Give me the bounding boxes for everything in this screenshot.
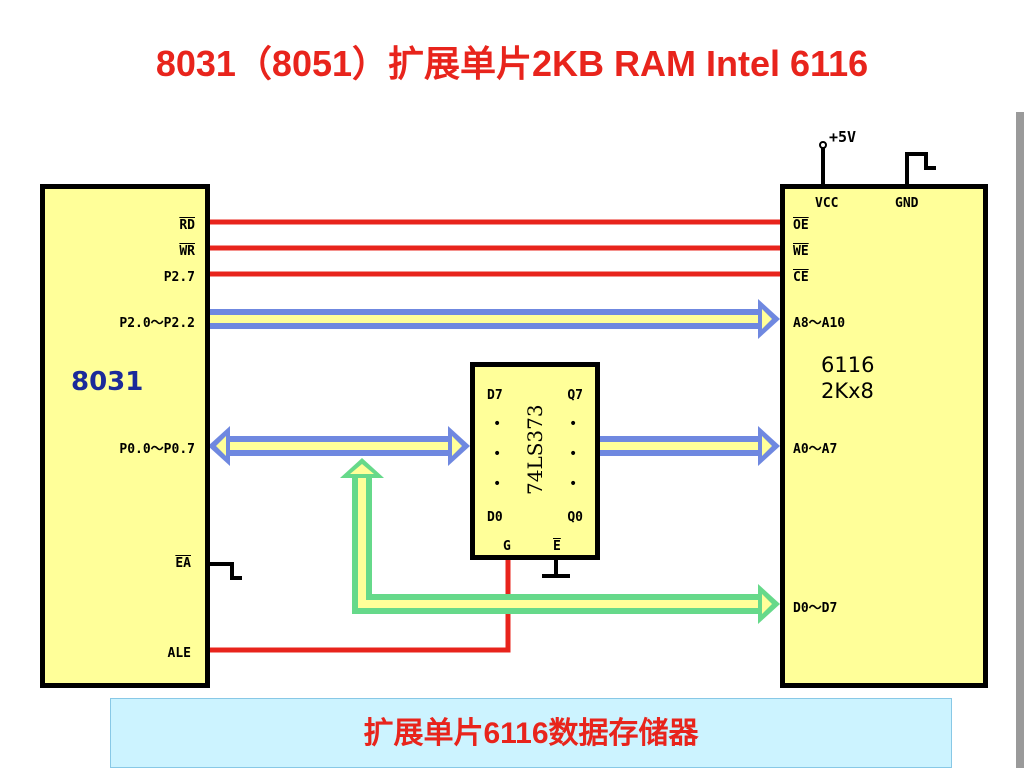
q0-pin-label: Q0 — [567, 510, 583, 525]
page-title: 8031（8051）扩展单片2KB RAM Intel 6116 — [155, 43, 869, 84]
mcu-name: 8031 — [71, 367, 144, 397]
data-bus — [340, 458, 780, 624]
we-pin-label: WE — [793, 244, 809, 259]
oe-pin-label: OE — [793, 218, 809, 233]
vcc-terminal — [819, 141, 827, 149]
d0-d7-pin-label: D0～D7 — [793, 601, 838, 616]
ale-g-line — [208, 560, 511, 653]
a0-a7-pin-label: A0～A7 — [793, 442, 838, 457]
ram-size: 2Kx8 — [821, 379, 874, 403]
p00-p07-pin-label: P0.0～P0.7 — [119, 442, 195, 457]
gnd-pin-label: GND — [895, 196, 919, 211]
rd-pin-label: RD — [179, 218, 195, 233]
ale-pin-label: ALE — [167, 646, 191, 661]
p0-bus — [208, 426, 470, 466]
slide-edge — [1016, 112, 1024, 768]
latch-74ls373-chip: D7 Q7 ••• ••• 74LS373 D0 Q0 G E — [470, 362, 600, 560]
e-ground — [542, 560, 570, 578]
latch-name: 74LS373 — [523, 404, 547, 495]
e-pin-label: E — [553, 539, 561, 554]
p20-p22-pin-label: P2.0～P2.2 — [119, 316, 195, 331]
vcc-pin-label: VCC — [815, 196, 839, 211]
g-pin-label: G — [503, 539, 511, 554]
high-address-bus — [208, 299, 780, 339]
ram-6116-chip: VCC GND OE WE CE A8～A10 6116 2Kx8 A0～A7 … — [780, 184, 988, 688]
q7-pin-label: Q7 — [567, 388, 583, 403]
power-label: +5V — [829, 128, 857, 146]
ram-name: 6116 — [821, 353, 875, 377]
mcu-8031-chip: RD WR P2.7 P2.0～P2.2 8031 P0.0～P0.7 EA A… — [40, 184, 210, 688]
d7-pin-label: D7 — [487, 388, 503, 403]
low-address-bus — [600, 426, 780, 466]
d0-pin-label: D0 — [487, 510, 503, 525]
wr-pin-label: WR — [179, 244, 195, 259]
a8-a10-pin-label: A8～A10 — [793, 316, 846, 331]
caption: 扩展单片6116数据存储器 — [110, 698, 952, 768]
latch-q-dots: ••• — [569, 416, 578, 492]
gnd-symbol — [905, 152, 936, 188]
ea-ground — [208, 562, 242, 580]
ea-pin-label: EA — [175, 556, 191, 571]
latch-d-dots: ••• — [493, 416, 502, 492]
ce-pin-label: CE — [793, 270, 809, 285]
p27-pin-label: P2.7 — [163, 270, 195, 285]
